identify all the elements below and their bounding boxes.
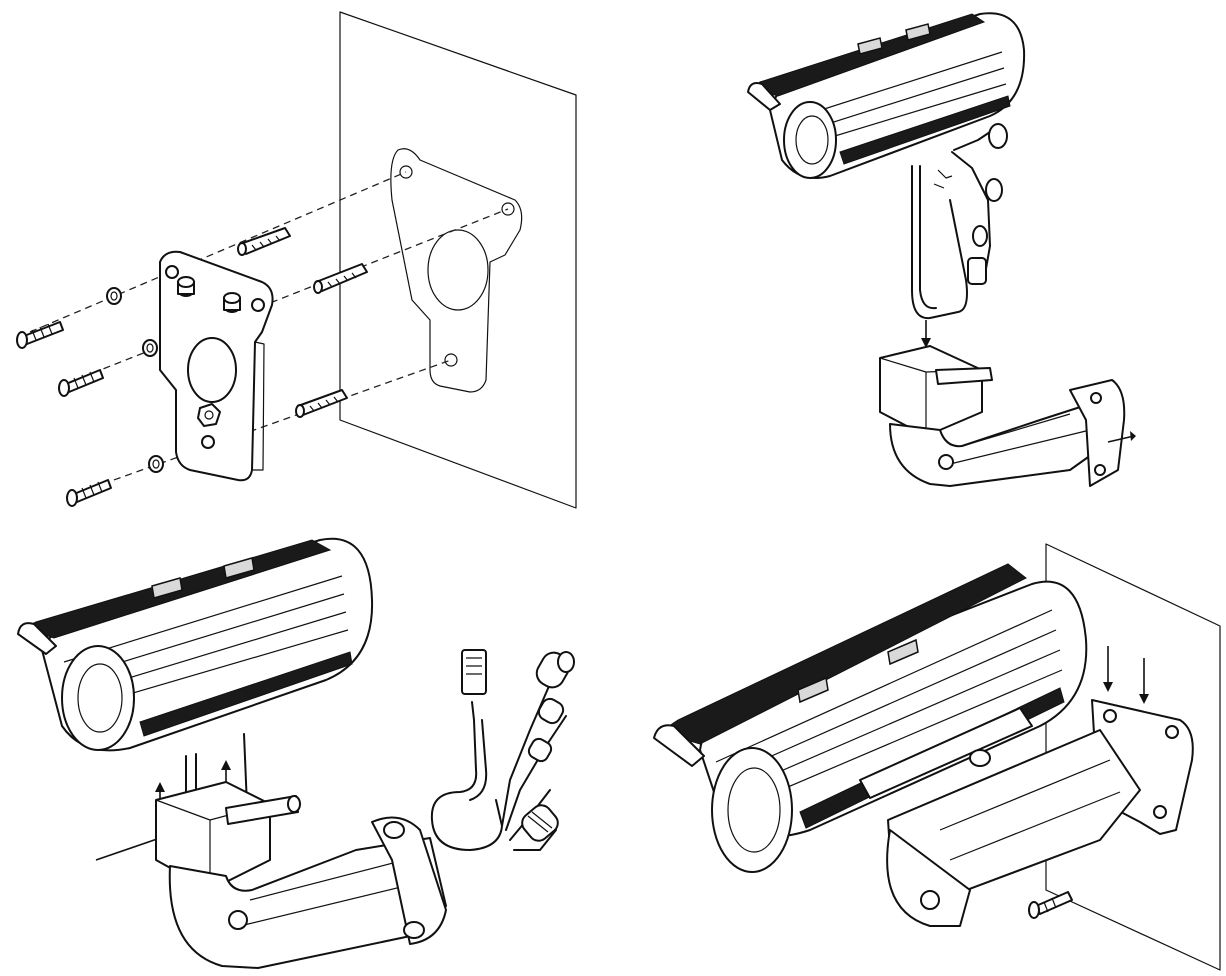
- panel-camera-onto-bracket: [740, 0, 1226, 520]
- cable-routing-svg: [17, 537, 575, 969]
- camera-lens-large: [61, 645, 135, 751]
- wall-plate-svg: [16, 11, 577, 509]
- wall-anchor-bottom: [295, 389, 348, 418]
- camera-housing-small: [747, 12, 1026, 179]
- panel-cable-routing: [0, 530, 600, 976]
- guide-line-top: [29, 171, 407, 333]
- guide-line-bottom: [79, 359, 452, 493]
- screw-bottom: [66, 479, 112, 507]
- camera-lens-small: [783, 101, 837, 179]
- bottom-screw: [1028, 891, 1073, 919]
- wall-template-outline: [390, 148, 523, 393]
- plate-stud-1: [177, 276, 195, 297]
- washer-top: [106, 287, 122, 305]
- camera-housing-large: [17, 537, 374, 752]
- cable-bundle-small: [933, 123, 1008, 285]
- wall-sheet: [339, 11, 577, 509]
- wall-anchor-top: [237, 227, 291, 256]
- washer-middle: [142, 339, 158, 357]
- screw-top: [16, 321, 64, 349]
- wall-template-hole: [427, 229, 489, 311]
- plate-center-hole: [187, 337, 237, 403]
- guide-line-mid: [69, 208, 509, 383]
- camera-bracket-svg: [747, 12, 1136, 487]
- camera-housing-installed: [653, 563, 1088, 873]
- plate-nut: [197, 403, 221, 427]
- camera-bracket-large: [155, 781, 447, 969]
- camera-mount-post: [911, 165, 968, 320]
- cable-bundle-large: [430, 649, 575, 851]
- panel-wall-installed-camera: [640, 530, 1226, 976]
- camera-bracket-small: [879, 345, 1126, 487]
- screw-middle: [58, 369, 104, 397]
- plate-stud-2: [223, 292, 241, 313]
- washer-bottom: [148, 455, 164, 473]
- installed-camera-svg: [653, 543, 1221, 971]
- panel-wall-plate-mounting: [0, 0, 600, 520]
- wall-anchor-middle: [313, 263, 368, 294]
- rj45-connector: [461, 649, 487, 695]
